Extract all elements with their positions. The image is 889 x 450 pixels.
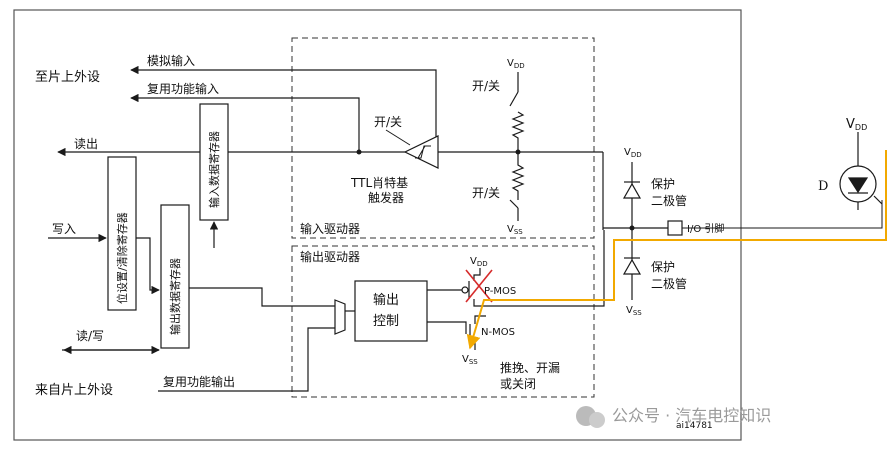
nmos-vss: VSS [462,354,478,366]
protect-bottom-label-1: 保护 [651,260,675,274]
alt-func-output-line [158,327,335,392]
gpio-block-frame [13,9,742,441]
pulldown-vss: VSS [507,224,523,236]
output-node-line [482,230,605,307]
output-driver-label: 输出驱动器 [300,249,360,264]
bsrr-to-odr-line [136,237,160,295]
alt-func-input-label: 复用功能输入 [147,81,219,96]
alt-input-junction [356,149,362,155]
analog-input-line [130,65,437,152]
output-driver-box [291,245,595,398]
output-control-box [354,280,428,342]
protection-diode-top [622,162,642,228]
input-driver-box [291,37,595,239]
pulldown-onoff-label: 开/关 [472,186,500,200]
output-data-register-label: 输出数据寄存器 [168,258,182,335]
input-data-register-label: 输入数据寄存器 [207,131,221,208]
bsrr-register-box [107,156,137,311]
led-label: D [818,179,828,194]
pin-node-junction [629,225,635,231]
alt-func-output-label: 复用功能输出 [163,374,235,389]
current-path-highlight [466,150,887,350]
read-write-label: 读/写 [76,329,104,343]
alt-func-input-line [130,93,360,152]
ttl-label-1: TTL肖特基 [350,175,408,190]
external-led [839,132,883,210]
protect-top-label-2: 二极管 [651,193,687,208]
external-wire [682,200,883,229]
diode-top-vdd: VDD [624,147,642,159]
io-pin-box [667,220,683,236]
pmos-transistor [427,268,482,307]
read-out-label: 读出 [74,137,98,151]
output-data-register-box [160,204,190,349]
bsrr-label: 位设置/清除寄存器 [115,212,129,304]
diode-bottom-vss: VSS [626,305,642,317]
ttl-label-2: 触发器 [368,190,404,205]
ttl-schmitt-trigger-symbol [403,135,439,169]
watermark-text: 公众号 · 汽车电控知识 [612,406,771,425]
pmos-label: P-MOS [484,286,516,297]
protect-bottom-label-2: 二极管 [651,276,687,291]
nmos-label: N-MOS [481,327,515,338]
output-mux [334,299,346,335]
input-driver-label: 输入驱动器 [300,221,360,236]
input-path-line [228,151,604,230]
protect-top-label-1: 保护 [651,177,675,191]
led-vdd: VDD [846,117,867,132]
protection-diode-bottom [622,228,642,300]
from-onchip-periph-label: 来自片上外设 [35,383,113,398]
ttl-onoff-label: 开/关 [374,115,402,129]
pushpull-label-1: 推挽、开漏 [500,361,560,375]
watermark: 公众号 · 汽车电控知识 [576,406,771,428]
pullup-vdd: VDD [507,58,525,70]
output-control-label-2: 控制 [373,314,399,329]
pull-down-resistor [509,152,525,221]
ttl-onoff-line [385,129,411,146]
odr-to-mux-line [189,287,335,307]
output-control-label-1: 输出 [373,292,399,308]
input-data-register-box [199,103,229,221]
to-onchip-periph-label: 至片上外设 [35,70,100,85]
pmos-cross-2 [465,269,493,303]
pullup-onoff-label: 开/关 [472,79,500,93]
pmos-vdd: VDD [470,256,488,268]
analog-input-label: 模拟输入 [147,53,195,68]
pushpull-label-2: 或关闭 [500,377,536,391]
figure-id: ai14781 [676,421,713,431]
write-in-label: 写入 [52,222,76,236]
pull-up-resistor [509,72,525,152]
